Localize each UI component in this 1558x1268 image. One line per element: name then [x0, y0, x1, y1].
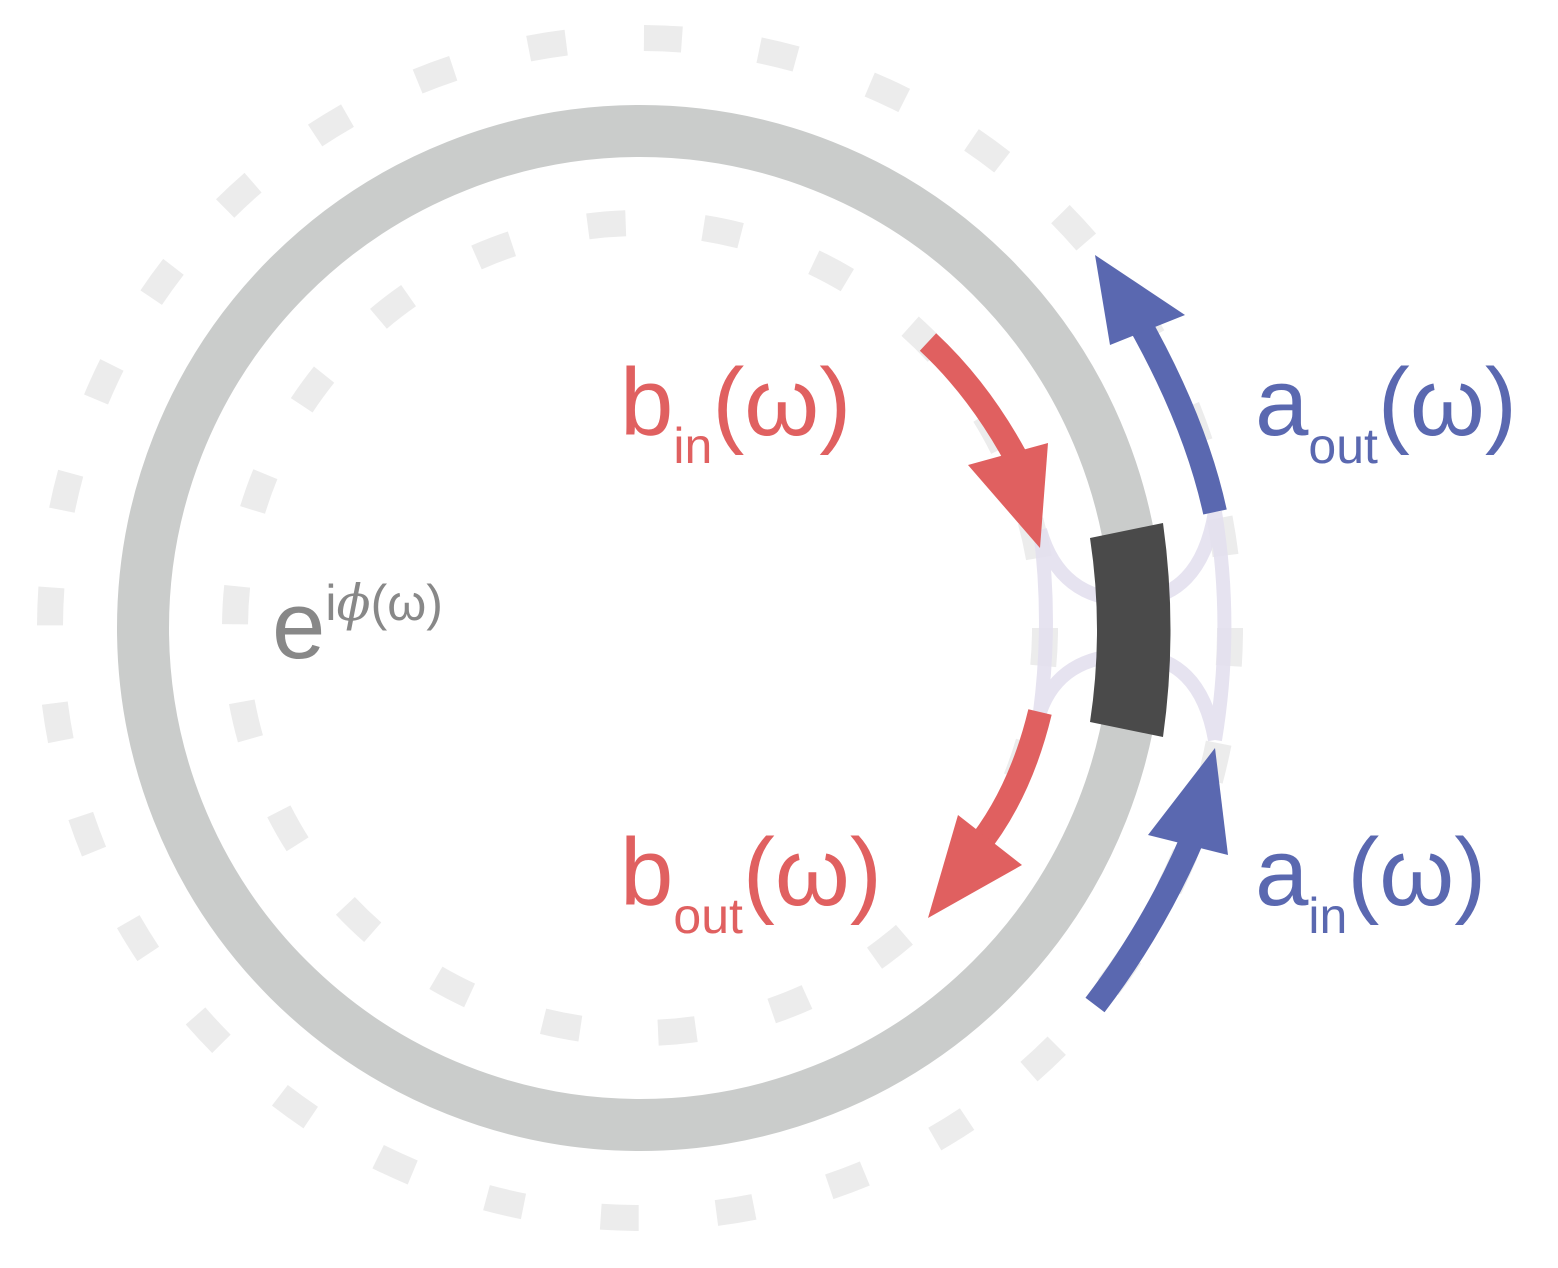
- b-in-arrow: [919, 333, 1048, 548]
- a-in-label-sub: in: [1308, 888, 1347, 944]
- outer-coupling-arc: [1208, 510, 1232, 742]
- a-in-label: ain(ω): [1255, 819, 1486, 944]
- b-in-label: bin(ω): [620, 349, 851, 474]
- b-in-arrow-head: [968, 443, 1048, 548]
- b-out-label-sub: out: [673, 888, 743, 944]
- a-out-label: aout(ω): [1255, 349, 1517, 474]
- phase-label: eiϕ(ω): [272, 572, 443, 679]
- b-in-label-sub: in: [673, 418, 712, 474]
- a-in-arrow: [1085, 748, 1228, 1013]
- b-out-arrow-head: [928, 815, 1022, 918]
- phase-label-base: e: [272, 572, 325, 679]
- a-out-label-base: a: [1255, 349, 1309, 456]
- b-out-label-base: b: [620, 819, 673, 926]
- b-out-label: bout(ω): [620, 819, 882, 944]
- b-in-label-base: b: [620, 349, 673, 456]
- b-out-arrow-shaft: [965, 709, 1052, 858]
- a-out-label-sub: out: [1308, 418, 1378, 474]
- coupler-block: [1090, 523, 1171, 737]
- a-out-arrow-shaft: [1124, 309, 1227, 515]
- phase-label-sup-i: i: [325, 575, 336, 631]
- a-out-label-arg: (ω): [1378, 349, 1517, 456]
- a-in-arrow-head: [1148, 748, 1228, 855]
- phase-label-sup-phi: ϕ: [337, 574, 371, 632]
- a-in-label-base: a: [1255, 819, 1309, 926]
- phase-label-sup-arg: (ω): [371, 575, 443, 631]
- b-in-label-arg: (ω): [712, 349, 851, 456]
- a-out-arrow: [1095, 255, 1227, 515]
- a-out-arrow-head: [1095, 255, 1185, 345]
- b-out-arrow: [928, 709, 1052, 918]
- b-out-label-arg: (ω): [743, 819, 882, 926]
- a-in-label-arg: (ω): [1347, 819, 1486, 926]
